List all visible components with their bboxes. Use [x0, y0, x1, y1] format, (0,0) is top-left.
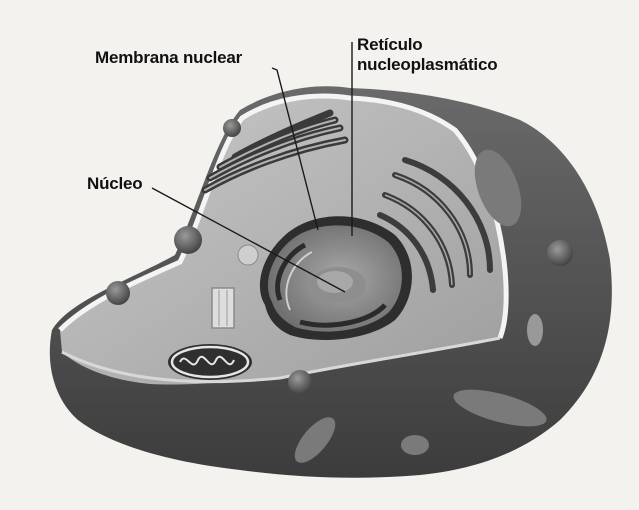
label-membrana-nuclear: Membrana nuclear: [95, 48, 242, 68]
label-reticulo-line2: nucleoplasmático: [357, 55, 497, 75]
centriole: [212, 288, 234, 328]
mitochondrion: [168, 344, 252, 380]
label-reticulo-nucleoplasmatico: Retículo nucleoplasmático: [357, 35, 497, 75]
label-nucleo: Núcleo: [87, 174, 142, 194]
label-reticulo-line1: Retículo: [357, 35, 497, 55]
